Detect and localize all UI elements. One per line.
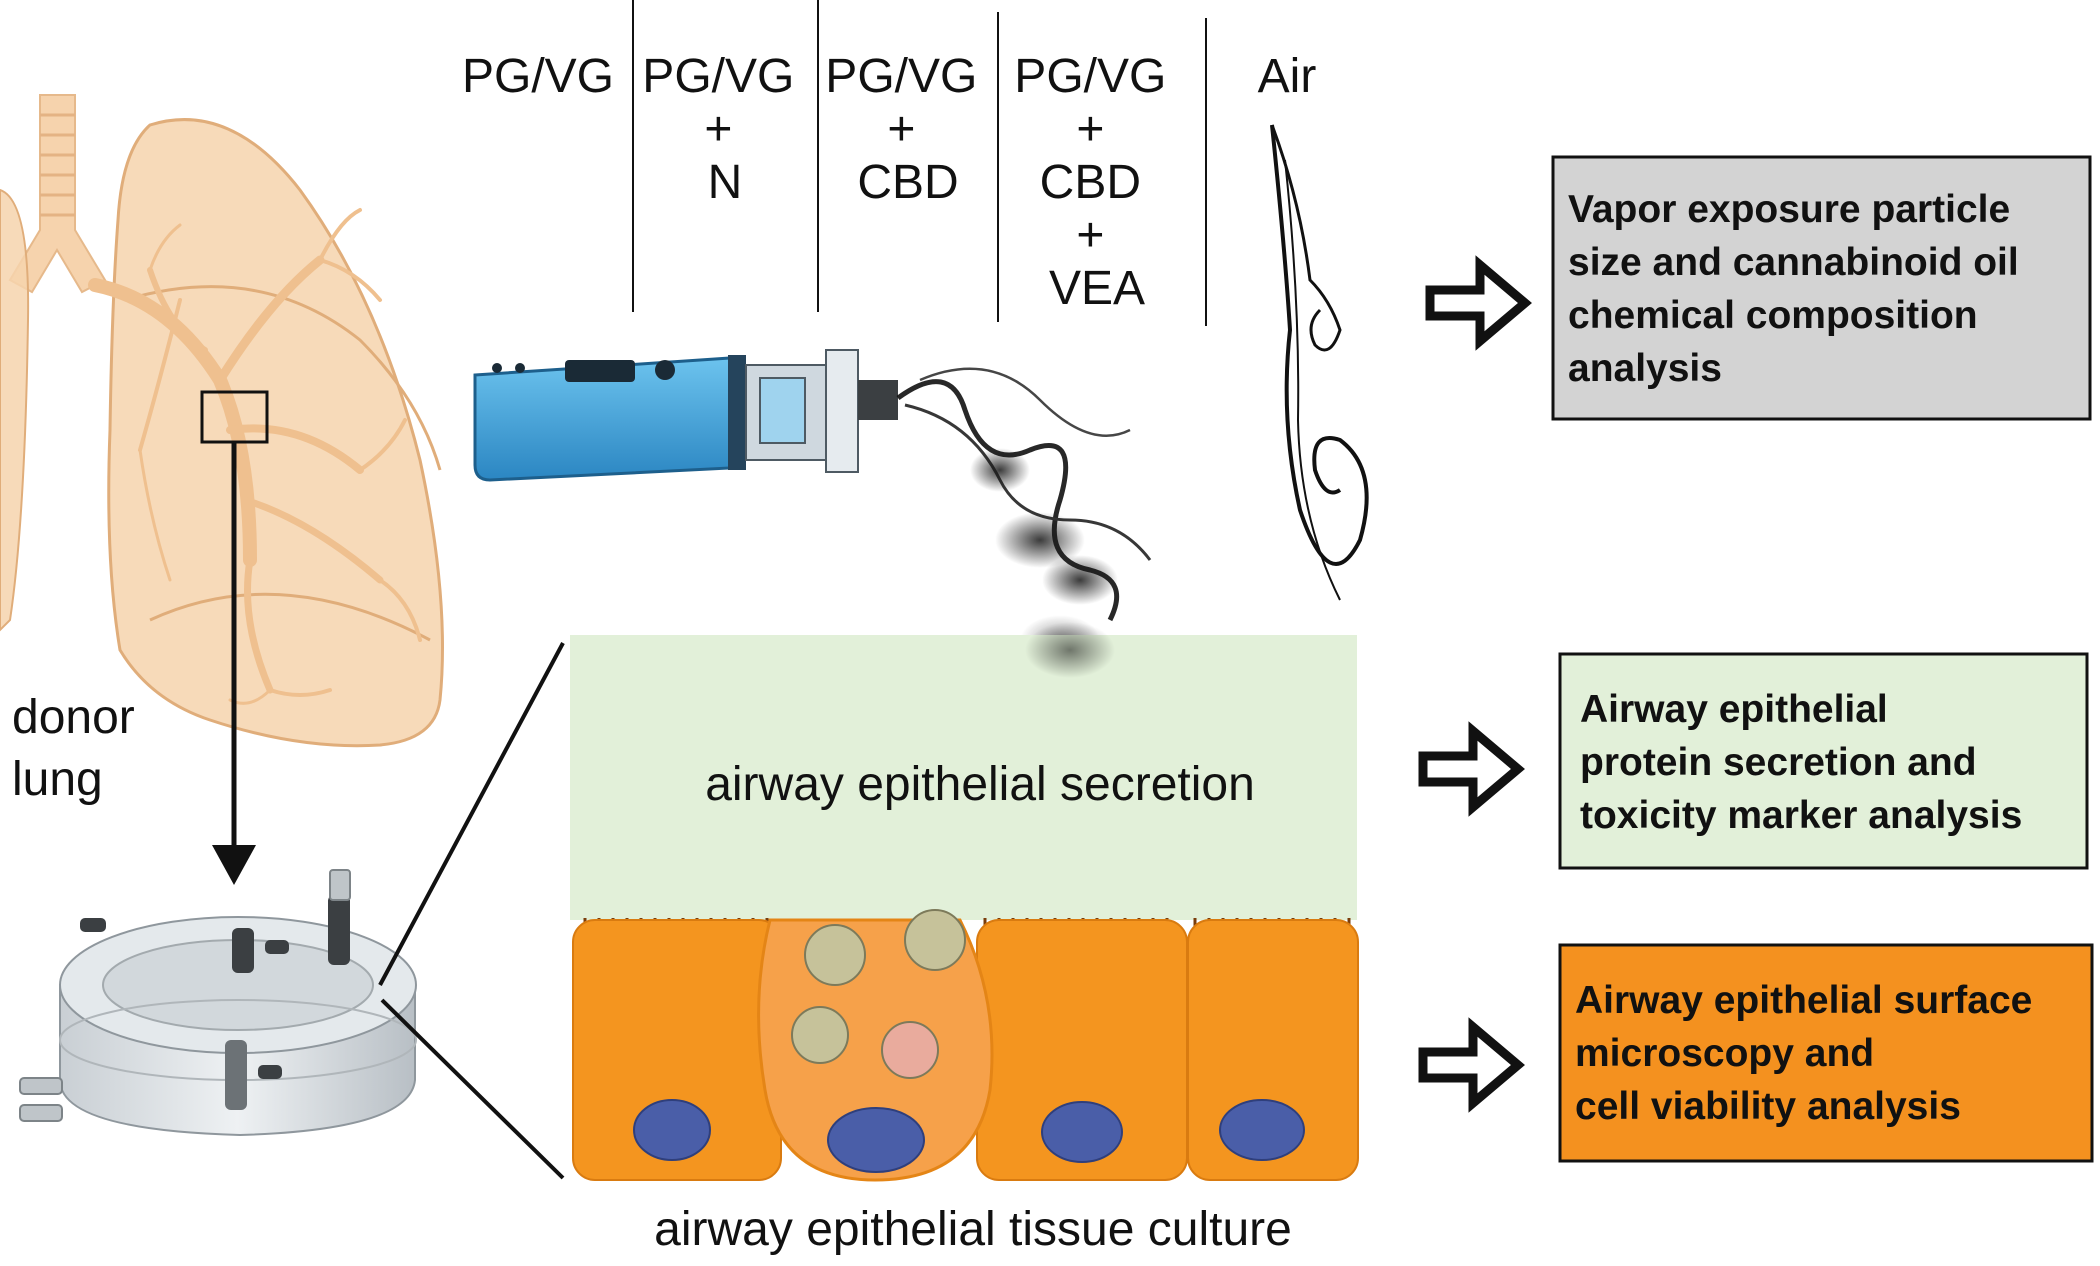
outcome-text: Airway epithelial protein secretion and … (1580, 688, 2022, 837)
vapor-deposit (1025, 622, 1115, 678)
zoom-line-bottom (380, 998, 565, 1180)
lung-fissure (124, 285, 442, 471)
condition-pgvg: PG/VG (462, 50, 614, 103)
hollow-arrow (1418, 721, 1525, 817)
donor-lung-label: donor lung (12, 691, 148, 806)
outcome-box-secretion-analysis: Airway epithelial protein secretion and … (1558, 652, 2089, 870)
sample-arrow-head (212, 845, 256, 885)
condition-pgvg-cbd-vea: PG/VG + CBD + VEA (1014, 50, 1179, 315)
outcome-box-viability-analysis: Airway epithelial surface microscopy and… (1558, 943, 2094, 1163)
outcome-box-chemical-analysis: Vapor exposure particle size and cannabi… (1551, 155, 2092, 421)
exposure-conditions: PG/VG PG/VG + N PG/VG + CBD PG/VG + CBD … (462, 0, 1207, 326)
zoom-line-top (378, 642, 565, 986)
hollow-arrow (1425, 255, 1532, 351)
outcome-box (1551, 155, 2092, 421)
outcome-arrows (1418, 255, 1532, 1113)
tissue-culture-label: airway epithelial tissue culture (654, 1203, 1292, 1256)
lung-fissure (149, 592, 431, 642)
outcome-box (1558, 652, 2089, 870)
mucus-granules (791, 909, 966, 1079)
secretion-layer (570, 635, 1357, 920)
bronchial-tree (88, 208, 422, 705)
cell-nuclei (633, 1099, 1305, 1173)
outcome-text: Airway epithelial surface microscopy and… (1575, 979, 2043, 1128)
donor-lung-illustration (0, 94, 444, 885)
chamber-screws (80, 895, 350, 1110)
secretion-label: airway epithelial secretion (705, 758, 1255, 811)
condition-pgvg-cbd: PG/VG + CBD (825, 50, 990, 209)
air-flow-swirl (1270, 124, 1369, 601)
outcome-box (1558, 943, 2094, 1163)
outcome-text: Vapor exposure particle size and cannabi… (1568, 188, 2030, 390)
vape-device-illustration (473, 349, 898, 482)
epithelial-cells (572, 909, 1359, 1182)
culture-chamber-illustration (19, 869, 417, 1137)
air-label: Air (1258, 50, 1317, 103)
left-lung-lobe (0, 188, 30, 632)
goblet-cell (757, 918, 994, 1182)
vapor-plume (896, 367, 1152, 665)
chamber-ports (19, 869, 351, 1122)
trachea-rings (40, 113, 75, 217)
hollow-arrow (1418, 1017, 1525, 1113)
condition-pgvg-nicotine: PG/VG + N (642, 50, 807, 209)
